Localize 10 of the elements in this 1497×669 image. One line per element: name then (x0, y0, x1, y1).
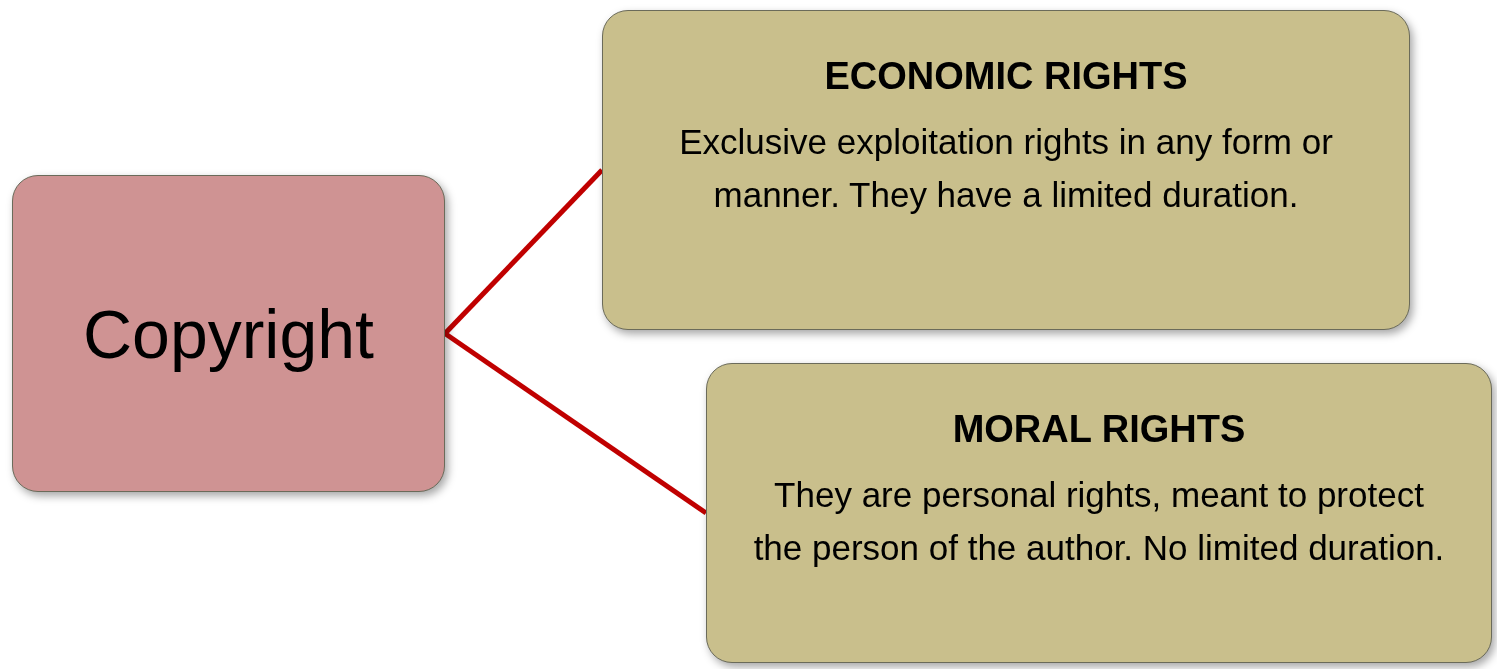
box-heading: MORAL RIGHTS (952, 408, 1246, 451)
topic-box (12, 175, 445, 492)
box-description: Exclusive exploitation rights in any form or manner. They have a limited duration. (678, 121, 1334, 216)
connector-line (443, 168, 604, 336)
topic-title: Copyright (83, 294, 374, 373)
box-description: They are personal rights, meant to protect the person of the author. No limited duration. (752, 474, 1446, 569)
info-box (706, 363, 1492, 663)
connector-line (443, 331, 708, 516)
info-box (602, 10, 1410, 330)
box-heading: ECONOMIC RIGHTS (824, 55, 1188, 98)
